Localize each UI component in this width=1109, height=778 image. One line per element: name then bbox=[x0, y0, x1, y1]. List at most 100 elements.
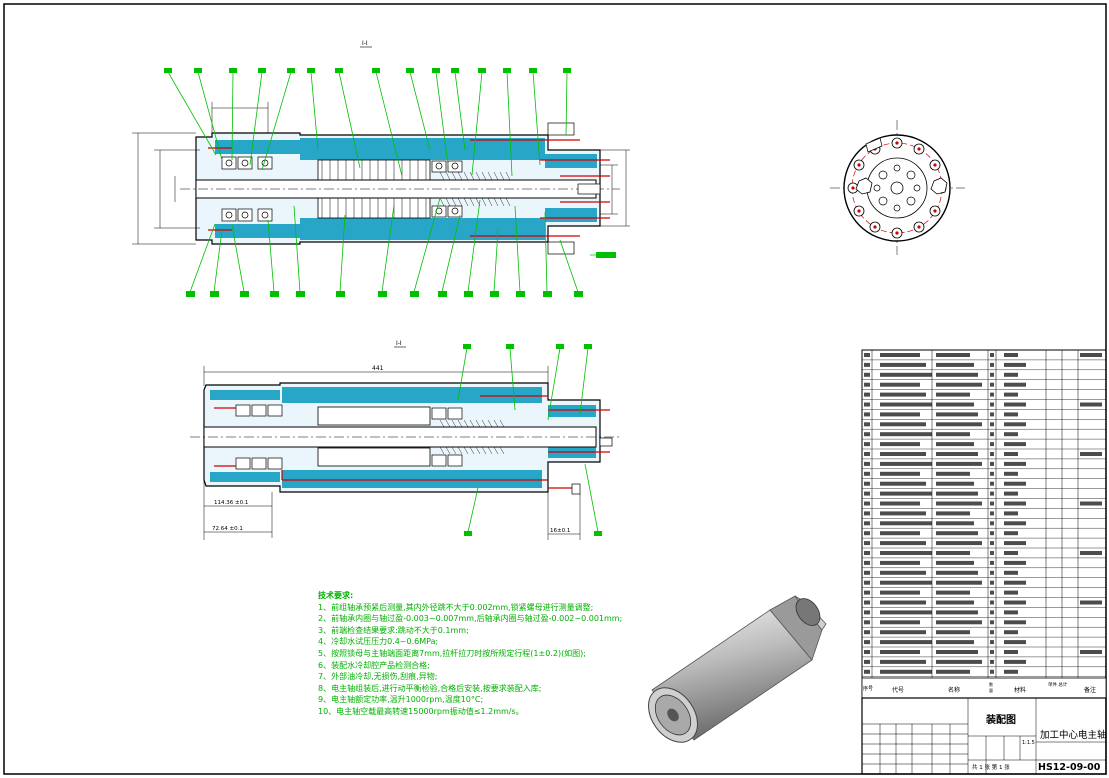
parts-cell-text-mark bbox=[1080, 353, 1102, 357]
parts-cell-text-mark bbox=[880, 491, 932, 496]
parts-cell-text-mark bbox=[880, 422, 926, 427]
parts-cell-text-mark bbox=[864, 560, 870, 565]
parts-cell-text-mark bbox=[1004, 560, 1026, 565]
parts-cell-text-mark bbox=[990, 452, 994, 456]
parts-cell-text-mark bbox=[864, 570, 870, 575]
parts-cell-text-mark bbox=[880, 570, 926, 575]
parts-cell-text-mark bbox=[936, 491, 978, 496]
parts-cell-text-mark bbox=[1004, 382, 1026, 387]
parts-cell-text-mark bbox=[1004, 630, 1018, 635]
title-block bbox=[861, 697, 1107, 775]
parts-cell-text-mark bbox=[1004, 541, 1026, 546]
parts-cell-text-mark bbox=[1004, 521, 1026, 526]
parts-cell-text-mark bbox=[1004, 501, 1026, 506]
end-view bbox=[830, 120, 965, 255]
dim-total: 441 bbox=[372, 365, 384, 372]
parts-cell-text-mark bbox=[990, 412, 994, 417]
parts-cell-text-mark bbox=[1004, 531, 1018, 536]
parts-cell-text-mark bbox=[1004, 600, 1026, 605]
parts-cell-text-mark bbox=[1004, 590, 1018, 595]
parts-cell-text-mark bbox=[864, 461, 870, 466]
parts-cell-text-mark bbox=[990, 541, 994, 546]
tech-note-5: 5、按照锁母与主轴端面距离7mm,拉杆拉刀时按所规定行程(1±0.2)(如图); bbox=[318, 648, 587, 658]
mid-section-label: I-I bbox=[396, 340, 402, 347]
top-section-label: I-I bbox=[362, 40, 368, 47]
parts-cell-text-mark bbox=[990, 531, 994, 536]
parts-cell-text-mark bbox=[990, 600, 994, 605]
parts-cell-text-mark bbox=[990, 580, 994, 585]
parts-cell-text-mark bbox=[936, 422, 982, 427]
parts-cell-text-mark bbox=[936, 580, 982, 585]
stator-mid-upper bbox=[317, 406, 431, 426]
parts-cell-text-mark bbox=[864, 650, 870, 654]
tech-notes-title: 技术要求: bbox=[318, 591, 354, 600]
parts-list-table bbox=[861, 349, 1107, 699]
parts-cell-text-mark bbox=[936, 669, 970, 674]
bolts-top bbox=[208, 139, 610, 237]
parts-cell-text-mark bbox=[864, 610, 870, 615]
parts-cell-text-mark bbox=[936, 471, 970, 476]
parts-cell-text-mark bbox=[880, 560, 920, 565]
parts-cell-text-mark bbox=[880, 659, 926, 664]
parts-cell-text-mark bbox=[880, 372, 932, 377]
parts-cell-text-mark bbox=[936, 551, 970, 555]
drawing-title: 装配图 bbox=[986, 715, 1016, 726]
stator-lower bbox=[317, 197, 431, 219]
parts-cell-text-mark bbox=[990, 372, 994, 377]
parts-cell-text-mark bbox=[936, 560, 974, 565]
parts-cell-text-mark bbox=[864, 442, 870, 447]
dim-a: 114.36 ±0.1 bbox=[214, 500, 248, 506]
parts-cell-text-mark bbox=[1004, 412, 1018, 417]
parts-cell-text-mark bbox=[990, 432, 994, 437]
parts-cell-text-mark bbox=[880, 590, 920, 595]
parts-cell-text-mark bbox=[936, 531, 978, 536]
parts-cell-text-mark bbox=[936, 640, 974, 645]
front-bearings-top bbox=[221, 156, 273, 222]
parts-cell-text-mark bbox=[1004, 650, 1018, 654]
drawbar-spring-top bbox=[439, 171, 511, 207]
parts-cell-text-mark bbox=[1004, 402, 1026, 407]
parts-cell-text-mark bbox=[936, 541, 982, 546]
parts-cell-text-mark bbox=[864, 521, 870, 526]
parts-cell-text-mark bbox=[864, 392, 870, 397]
coolant-fittings-top bbox=[547, 122, 601, 255]
parts-cell-text-mark bbox=[1004, 442, 1026, 447]
parts-cell-text-mark bbox=[880, 551, 932, 555]
parts-cell-text-mark bbox=[1004, 422, 1026, 427]
parts-cell-text-mark bbox=[936, 610, 978, 615]
top-section-view: I-I bbox=[132, 40, 630, 297]
parts-cell-text-mark bbox=[936, 432, 970, 437]
parts-cell-text-mark bbox=[936, 353, 970, 357]
dimensions-top bbox=[132, 102, 630, 245]
parts-cell-text-mark bbox=[880, 580, 932, 585]
tech-note-7: 7、外部油冷却,无损伤,刮痕,异物; bbox=[318, 672, 438, 682]
parts-cell-text-mark bbox=[1004, 372, 1018, 377]
tech-note-8: 8、电主轴组装后,进行动平衡检验,合格后安装,按要求装配入库; bbox=[318, 683, 542, 693]
parts-cell-text-mark bbox=[1004, 659, 1026, 664]
parts-cell-text-mark bbox=[1004, 362, 1026, 367]
parts-cell-text-mark bbox=[1004, 491, 1018, 496]
leaders-top bbox=[164, 68, 616, 297]
parts-cell-text-mark bbox=[864, 580, 870, 585]
parts-cell-text-mark bbox=[864, 491, 870, 496]
tech-note-1: 1、前组轴承预紧后测量,其内外径跳不大于0.002mm,锁紧螺母进行测量调整; bbox=[318, 602, 594, 612]
parts-cell-text-mark bbox=[990, 521, 994, 526]
parts-cell-text-mark bbox=[1004, 461, 1026, 466]
parts-cell-text-mark bbox=[936, 442, 974, 447]
parts-cell-text-mark bbox=[880, 353, 920, 357]
middle-section-view: I-I bbox=[190, 340, 620, 540]
housing-hatch-mid-lower bbox=[282, 470, 542, 488]
parts-cell-text-mark bbox=[990, 442, 994, 447]
header-seq: 序号 bbox=[863, 686, 874, 692]
technical-requirements: 技术要求: 1、前组轴承预紧后测量,其内外径跳不大于0.002mm,锁紧螺母进行… bbox=[318, 590, 622, 718]
parts-cell-text-mark bbox=[990, 402, 994, 407]
parts-cell-text-mark bbox=[880, 650, 920, 654]
parts-cell-text-mark bbox=[936, 501, 982, 506]
tech-note-4: 4、冷却水试压压力0.4~0.6MPa; bbox=[318, 637, 439, 647]
parts-cell-text-mark bbox=[1004, 452, 1018, 456]
sheet-count: 共 1 张 第 1 张 bbox=[972, 765, 1010, 771]
parts-cell-text-mark bbox=[990, 630, 994, 635]
parts-cell-text-mark bbox=[1080, 650, 1102, 654]
parts-cell-text-mark bbox=[1004, 570, 1018, 575]
